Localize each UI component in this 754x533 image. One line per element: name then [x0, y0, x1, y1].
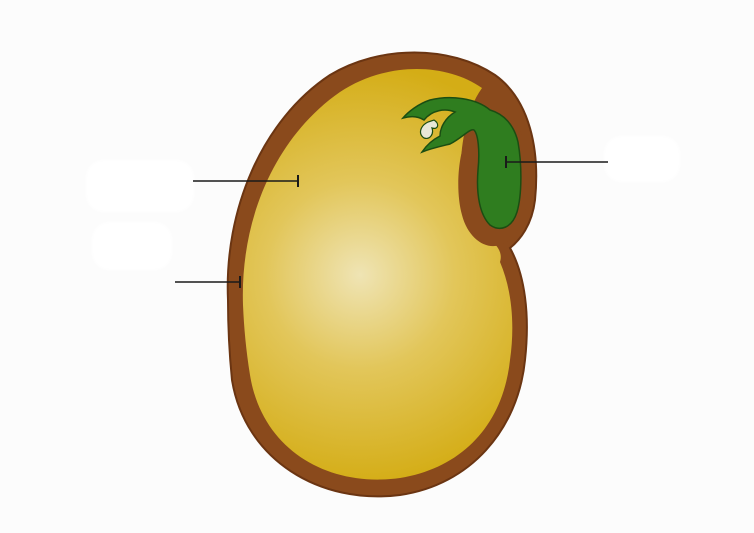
- seed-diagram: [0, 0, 754, 533]
- diagram-canvas: [0, 0, 754, 533]
